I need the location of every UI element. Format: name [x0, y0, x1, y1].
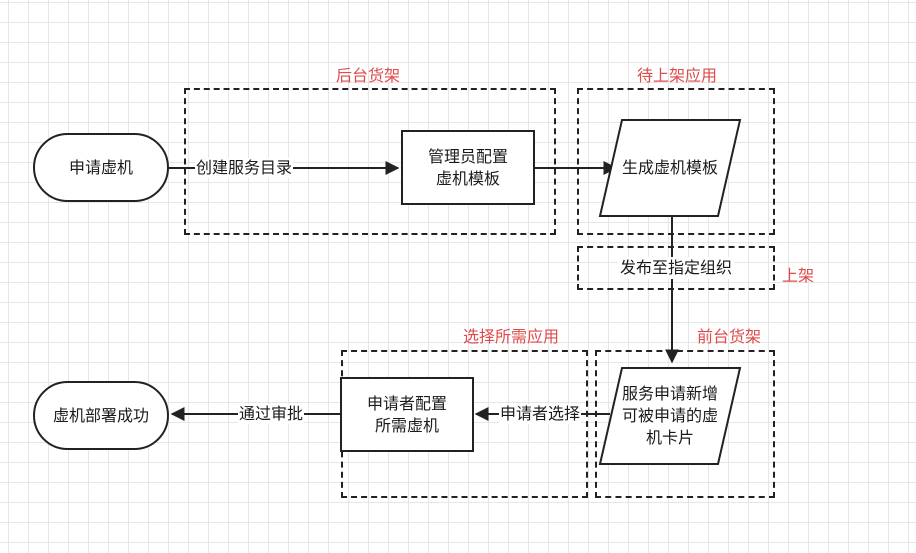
group-publish [577, 246, 775, 290]
node-generate-template-text: 生成虚机模板 [621, 158, 718, 177]
label-publish-stage: 上架 [782, 266, 815, 285]
node-apply-vm: 申请虚机 [33, 133, 169, 202]
edge-label-applicant-select: 申请者选择 [499, 404, 582, 424]
node-new-card-text: 服务申请新增可被申请的虚机卡片 [621, 384, 718, 447]
parallelogram-new-card [598, 367, 742, 465]
label-frontend-shelf: 前台货架 [697, 327, 762, 346]
node-publish-org-text: 发布至指定组织 [617, 257, 734, 279]
node-admin-config-text: 管理员配置虚机模板 [427, 146, 508, 188]
group-backend-shelf [184, 88, 556, 235]
label-backend-shelf: 后台货架 [336, 66, 401, 85]
parallelogram-generate-template [598, 119, 742, 217]
group-frontend-shelf [595, 350, 775, 498]
node-admin-config: 管理员配置虚机模板 [401, 130, 535, 205]
label-pending-app: 待上架应用 [637, 66, 718, 85]
node-new-card: 服务申请新增可被申请的虚机卡片 [620, 376, 720, 456]
node-publish-org: 发布至指定组织 [579, 248, 773, 288]
group-pending-app [577, 88, 775, 235]
label-select-app: 选择所需应用 [463, 327, 560, 346]
edge-label-create-catalog: 创建服务目录 [195, 158, 294, 178]
edge-label-approve: 通过审批 [238, 404, 305, 424]
node-applicant-config-text: 申请者配置所需虚机 [366, 393, 447, 435]
node-deploy-success: 虚机部署成功 [33, 381, 169, 450]
node-applicant-config: 申请者配置所需虚机 [340, 377, 474, 452]
node-generate-template: 生成虚机模板 [620, 130, 720, 206]
